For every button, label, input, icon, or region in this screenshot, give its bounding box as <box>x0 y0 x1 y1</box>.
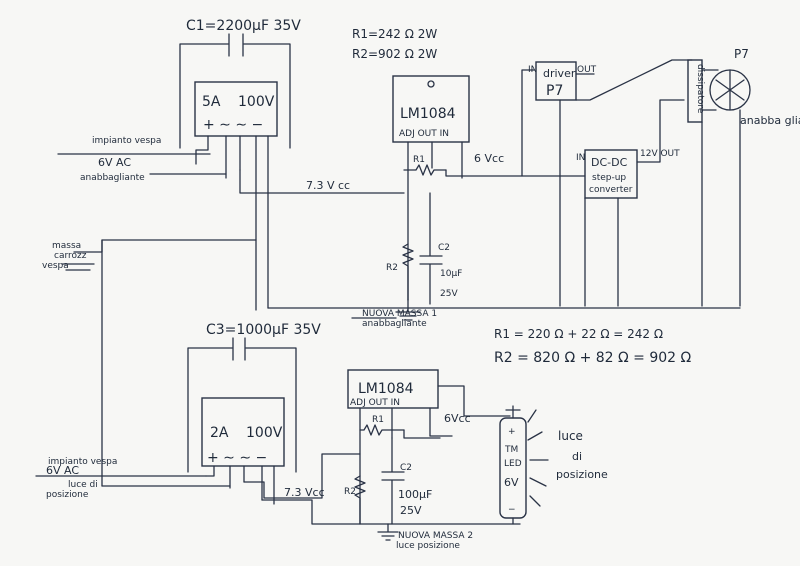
driver-in: IN <box>528 65 537 75</box>
chassis-2: carrozz <box>54 251 87 261</box>
c2-capacitor-top: C2 10μF 25V <box>419 192 462 305</box>
resistor-formulas: R1 = 220 Ω + 22 Ω = 242 Ω R2 = 820 Ω + 8… <box>494 327 692 366</box>
dcdc-in: IN <box>576 153 585 163</box>
r2-resistor-top: R2 <box>386 243 414 301</box>
bridge-voltage-bottom: 100V <box>246 425 283 441</box>
bottom-input-1: impianto vespa <box>48 457 117 467</box>
led-desc: anabba gliante <box>740 114 800 127</box>
dcdc-line1: DC-DC <box>591 156 628 169</box>
voltage-6v-bottom: 6Vcc <box>444 412 471 425</box>
luce-label: luce di posizione <box>556 429 608 481</box>
regulator-name-bottom: LM1084 <box>358 381 414 397</box>
c3-label: C3=1000μF 35V <box>206 322 321 338</box>
bridge-voltage: 100V <box>238 94 275 110</box>
lm1084-top: LM1084 ADJ OUT IN <box>392 75 470 143</box>
input-label-3: anabbagliante <box>80 173 145 183</box>
led-strip: dissipatore <box>695 64 705 114</box>
led-position-light: + TM LED 6V − <box>499 405 549 525</box>
dcdc-converter: IN DC-DC step-up converter 12V OUT <box>576 149 680 199</box>
c2-voltage-bottom: 25V <box>400 504 422 517</box>
driver-label: driver <box>543 67 576 80</box>
led-voltage: 6V <box>504 476 519 489</box>
ground-label-1: NUOVA MASSA 1 <box>362 309 437 319</box>
c2-voltage-top: 25V <box>440 289 458 299</box>
c2-value-bottom: 100μF <box>398 488 432 501</box>
ground-symbol-2 <box>377 523 521 541</box>
regulator-pins-bottom: ADJ OUT IN <box>350 398 400 408</box>
bottom-input-3: luce di <box>68 480 98 490</box>
bridge-rectifier-5a: 5A 100V + ∼ ∼ − <box>194 81 278 137</box>
ground-symbol-1 <box>351 299 421 321</box>
led-model-top: P7 <box>734 47 749 61</box>
r2-spec: R2=902 Ω 2W <box>352 47 437 61</box>
r2-resistor-bottom: R2 <box>344 475 366 525</box>
bridge-rectifier-2a: 2A 100V + ∼ ∼ − <box>201 397 285 467</box>
input-label-1: impianto vespa <box>92 136 161 146</box>
c2-value-top: 10μF <box>440 269 462 279</box>
c3-capacitor: C3=1000μF 35V <box>187 322 321 473</box>
r1-spec: R1=242 Ω 2W <box>352 27 437 41</box>
voltage-6v-top: 6 Vcc <box>474 152 504 165</box>
luce-3: posizione <box>556 468 608 481</box>
bridge-pins: + ∼ ∼ − <box>203 117 263 133</box>
heatsink-strip: dissipatore <box>687 59 705 123</box>
dcdc-line2: step-up <box>592 173 626 183</box>
r2-mark-top: R2 <box>386 263 398 273</box>
c2-capacitor-bottom: C2 100μF 25V <box>381 437 432 525</box>
bottom-input-2: 6V AC <box>46 464 79 477</box>
formula-r2: R2 = 820 Ω + 82 Ω = 902 Ω <box>494 350 692 366</box>
ground-label-4: luce posizione <box>396 541 460 551</box>
dcdc-line3: converter <box>589 185 633 195</box>
chassis-ground: massa carrozz vespa <box>42 239 103 271</box>
r1-mark-top: R1 <box>413 155 425 165</box>
c1-capacitor: C1=2200μF 35V <box>179 18 301 149</box>
chassis-1: massa <box>52 241 81 251</box>
ground-label-2: anabbagliante <box>362 319 427 329</box>
c2-mark-top: C2 <box>438 243 450 253</box>
luce-1: luce <box>558 429 583 443</box>
bottom-input-label: impianto vespa 6V AC luce di posizione <box>46 457 117 500</box>
top-input-label: impianto vespa 6V AC anabbagliante <box>80 136 161 183</box>
r1-resistor-top: R1 <box>403 155 447 176</box>
chassis-3: vespa <box>42 261 69 271</box>
led-model-bottom: TM <box>504 445 518 455</box>
luce-2: di <box>572 450 582 463</box>
regulator-name-top: LM1084 <box>400 106 456 122</box>
c1-label: C1=2200μF 35V <box>186 18 301 34</box>
input-label-2: 6V AC <box>98 156 131 169</box>
led-p7: P7 anabba gliante <box>709 47 800 127</box>
voltage-7v3-top: 7.3 V cc <box>306 179 350 192</box>
led-minus: − <box>508 505 516 515</box>
bridge-rating: 5A <box>202 94 221 110</box>
led-plus: + <box>508 427 516 437</box>
driver-model: P7 <box>546 83 563 99</box>
bottom-input-4: posizione <box>46 490 89 500</box>
r1-mark-bottom: R1 <box>372 415 384 425</box>
led-type: LED <box>504 459 522 469</box>
r1-resistor-bottom: R1 <box>359 415 405 436</box>
voltage-7v3-bottom: 7.3 Vcc <box>284 486 325 499</box>
bottom-circuit: C3=1000μF 35V 2A 100V + ∼ ∼ − impianto v… <box>35 322 608 551</box>
c2-mark-bottom: C2 <box>400 463 412 473</box>
bridge-rating-bottom: 2A <box>210 425 229 441</box>
formula-r1: R1 = 220 Ω + 22 Ω = 242 Ω <box>494 327 663 341</box>
driver-out: OUT <box>577 65 597 75</box>
ground-label-3: NUOVA MASSA 2 <box>398 531 473 541</box>
regulator-pins-top: ADJ OUT IN <box>399 129 449 139</box>
r2-mark-bottom: R2 <box>344 487 356 497</box>
driver-p7: IN driver P7 OUT <box>528 61 597 101</box>
bridge-pins-bottom: + ∼ ∼ − <box>207 450 267 466</box>
lm1084-bottom: LM1084 ADJ OUT IN <box>347 369 439 409</box>
top-circuit: C1=2200μF 35V 5A 100V + ∼ ∼ − impianto v… <box>42 18 800 487</box>
